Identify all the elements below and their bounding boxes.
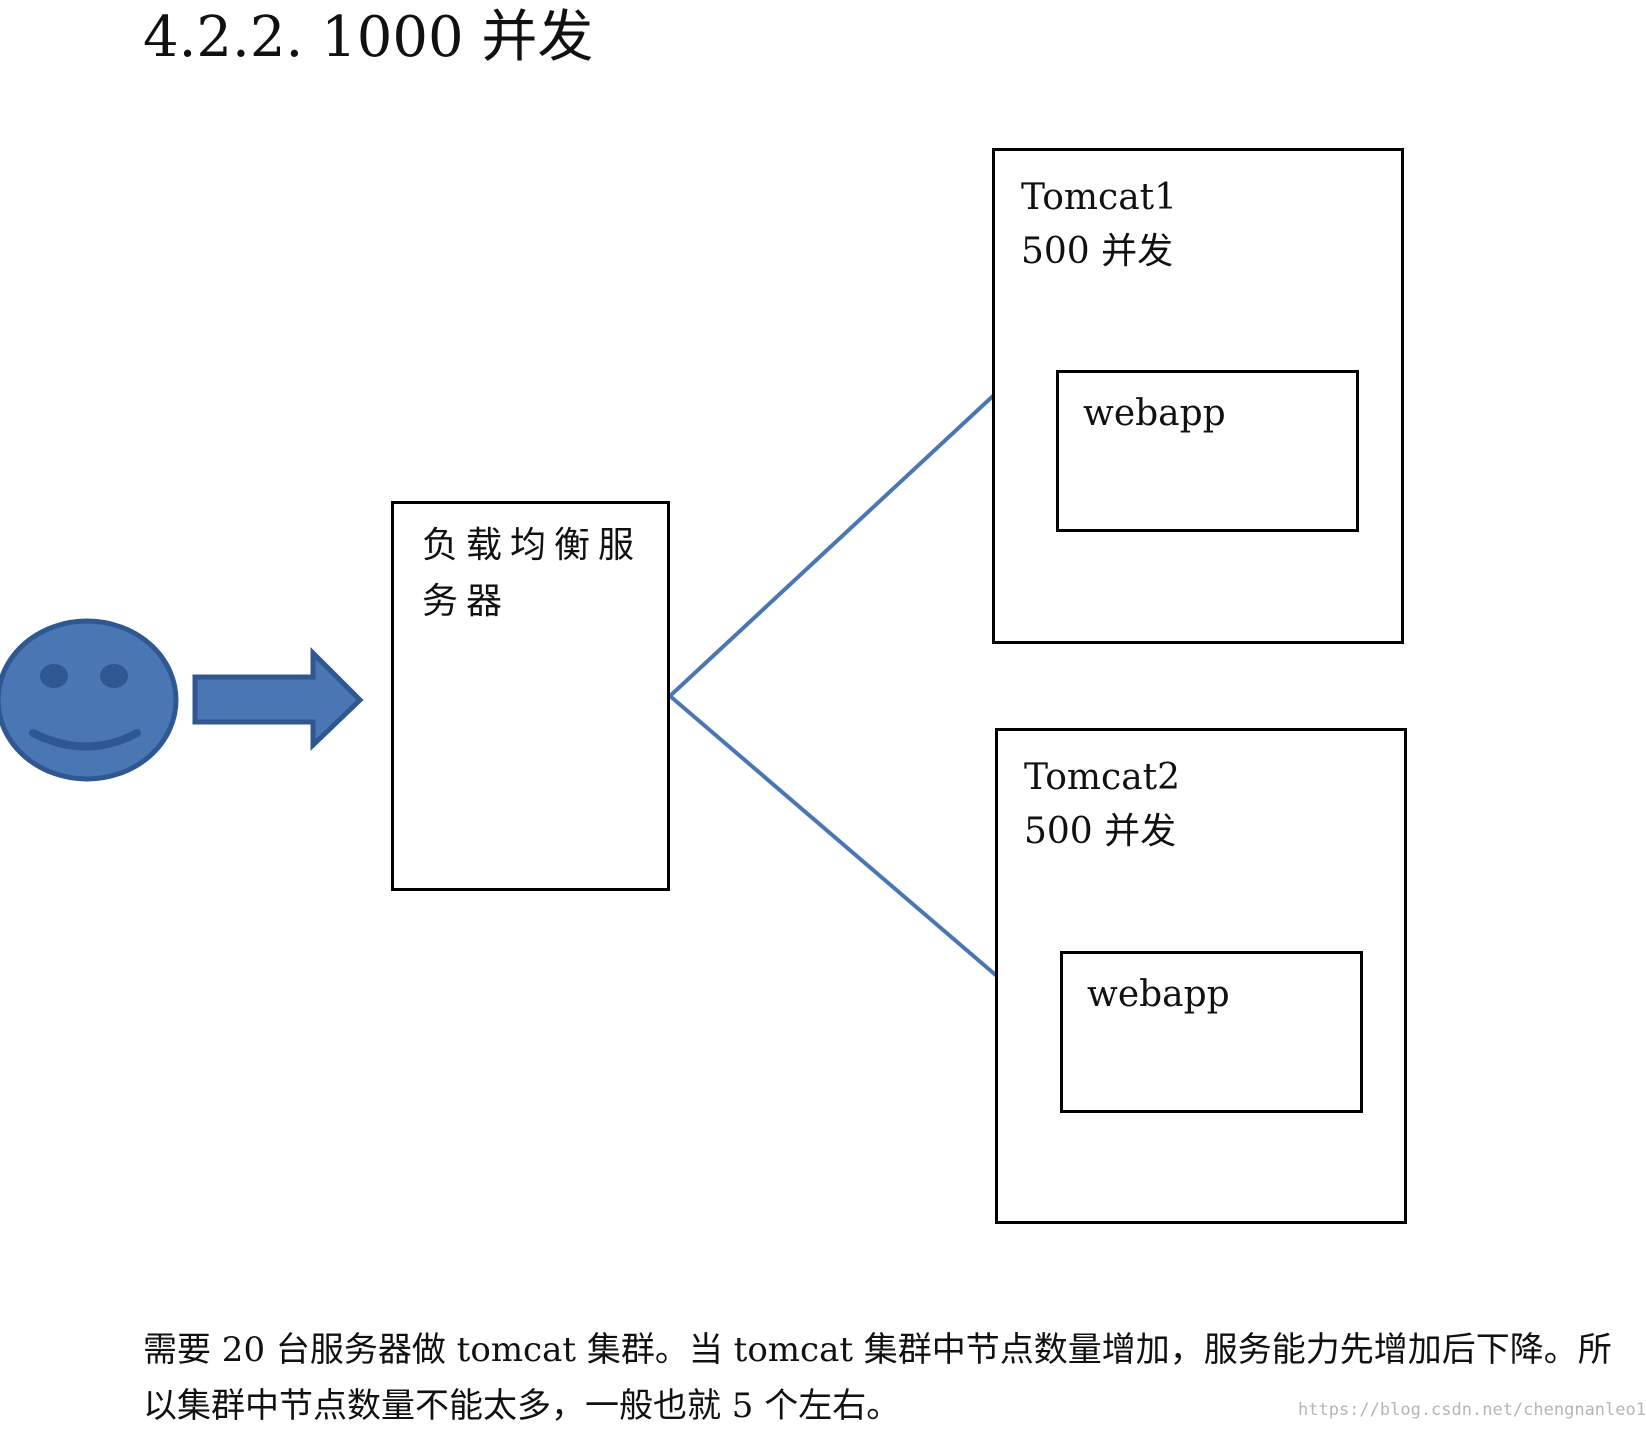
tomcat1-concurrency: 500 并发 bbox=[1021, 231, 1174, 272]
tomcat2-concurrency: 500 并发 bbox=[1024, 811, 1177, 852]
connector-line-tomcat2 bbox=[668, 694, 1000, 979]
connector-line-tomcat1 bbox=[668, 393, 996, 698]
section-heading: 4.2.2. 1000 并发 bbox=[143, 5, 594, 70]
watermark-url: https://blog.csdn.net/chengnanleo1 bbox=[1298, 1400, 1646, 1420]
load-balancer-box: 负载均衡服务器 bbox=[391, 501, 670, 891]
tomcat1-webapp-label: webapp bbox=[1083, 393, 1226, 434]
smiley-face-icon bbox=[0, 618, 179, 782]
tomcat2-webapp-box: webapp bbox=[1060, 951, 1363, 1113]
load-balancer-label: 负载均衡服务器 bbox=[422, 525, 643, 622]
right-arrow-icon bbox=[192, 646, 364, 751]
tomcat2-webapp-label: webapp bbox=[1087, 974, 1230, 1015]
tomcat1-name: Tomcat1 bbox=[1021, 177, 1178, 218]
description-paragraph: 需要 20 台服务器做 tomcat 集群。当 tomcat 集群中节点数量增加… bbox=[143, 1330, 1612, 1426]
tomcat2-name: Tomcat2 bbox=[1024, 757, 1181, 798]
tomcat1-webapp-box: webapp bbox=[1056, 370, 1359, 532]
